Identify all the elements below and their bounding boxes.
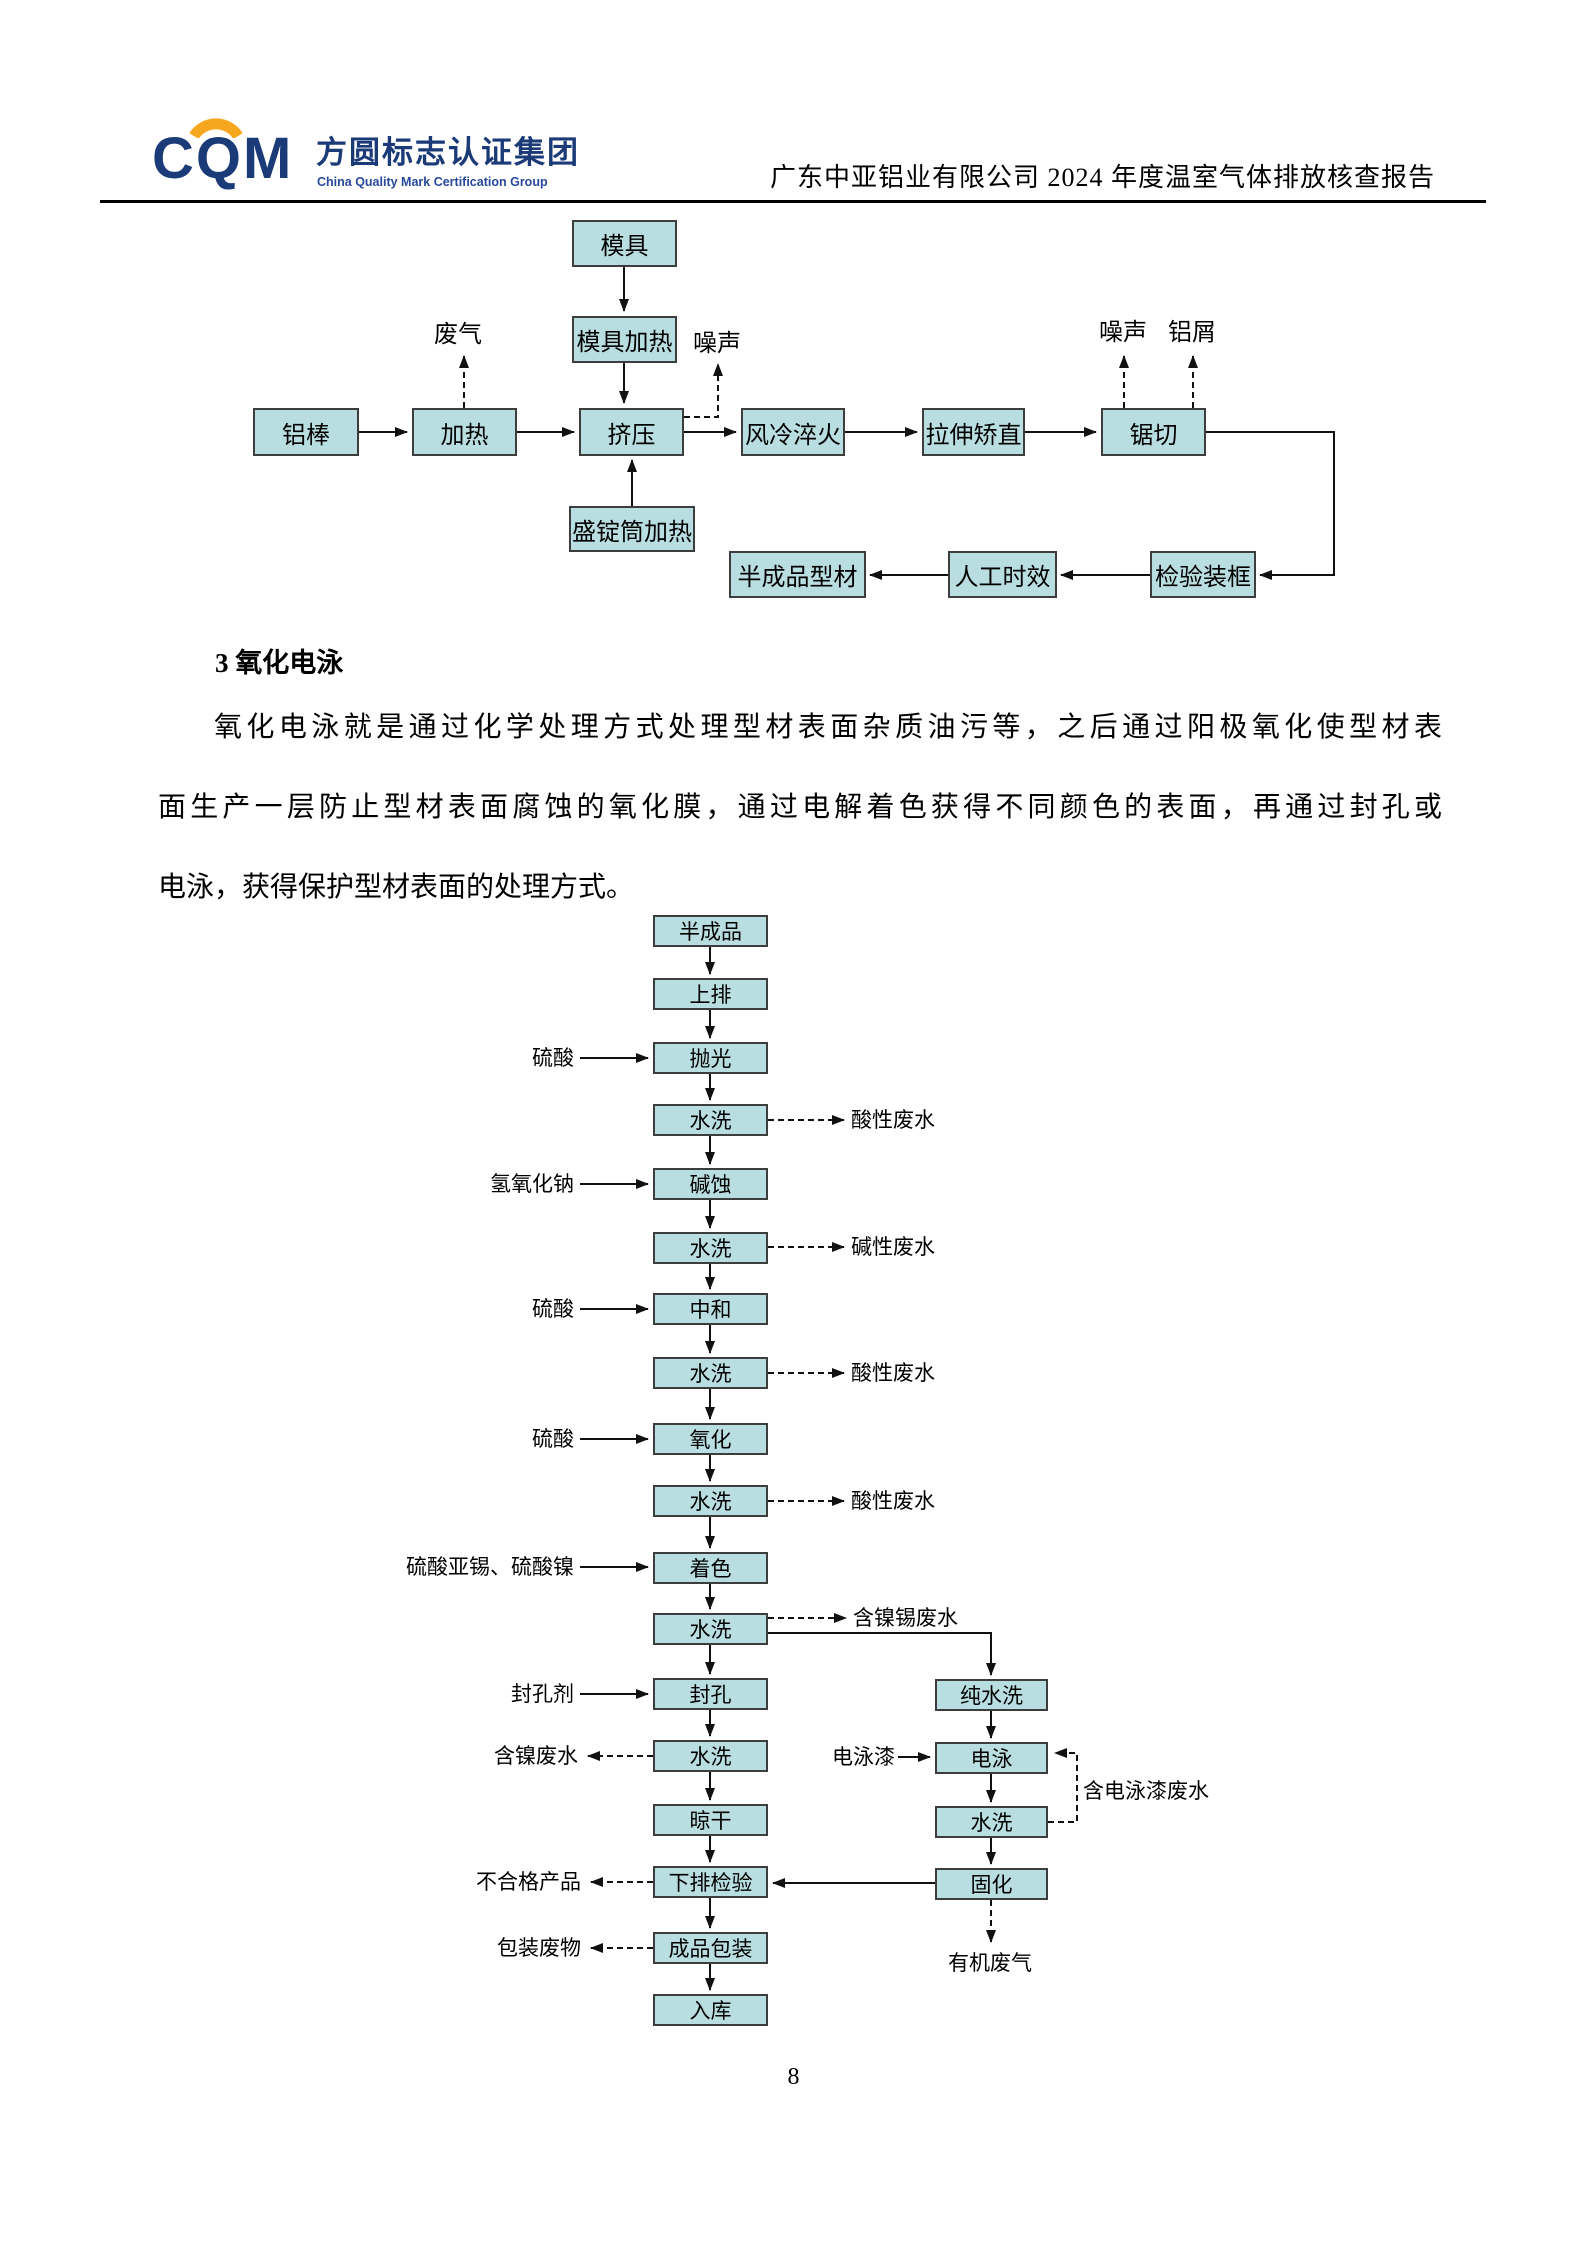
flow1-node-extrusion: 挤压 bbox=[579, 408, 684, 456]
flow2-input-sealing-agent: 封孔剂 bbox=[511, 1682, 574, 1706]
flow1-solid-edges bbox=[359, 267, 1335, 580]
flow2-node-electrophoresis: 电泳 bbox=[935, 1742, 1048, 1774]
flow2-node-rinse-2: 水洗 bbox=[653, 1232, 768, 1264]
flow2-node-rinse-4: 水洗 bbox=[653, 1485, 768, 1517]
section-paragraph: 氧化电泳就是通过化学处理方式处理型材表面杂质油污等，之后通过阳极氧化使型材表 面… bbox=[158, 688, 1442, 928]
flow1-node-sawing: 锯切 bbox=[1101, 408, 1206, 456]
flow2-node-pure-water-rinse: 纯水洗 bbox=[935, 1679, 1048, 1711]
flow2-node-neutralize: 中和 bbox=[653, 1293, 768, 1325]
flow1-node-mould: 模具 bbox=[572, 220, 677, 267]
flow2-node-semi-finished: 半成品 bbox=[653, 915, 768, 947]
flow1-node-air-quench: 风冷淬火 bbox=[741, 408, 845, 456]
flow2-output-acid-wastewater-1: 酸性废水 bbox=[851, 1108, 935, 1132]
flow2-node-sealing: 封孔 bbox=[653, 1678, 768, 1710]
logo-chinese-name: 方圆标志认证集团 bbox=[316, 135, 580, 170]
flow1-node-artificial-aging: 人工时效 bbox=[948, 551, 1057, 598]
flow2-dashed-edges bbox=[587, 1115, 1078, 1953]
flow1-label-noise-extrusion: 噪声 bbox=[693, 331, 741, 357]
flow2-input-tin-nickel-sulfate: 硫酸亚锡、硫酸镍 bbox=[406, 1555, 574, 1579]
paragraph-line: 氧化电泳就是通过化学处理方式处理型材表面杂质油污等，之后通过阳极氧化使型材表 bbox=[214, 712, 1442, 743]
flow2-node-ep-rinse: 水洗 bbox=[935, 1806, 1048, 1838]
flow2-output-packaging-waste: 包装废物 bbox=[497, 1936, 581, 1960]
flow2-input-sulfuric-acid-3: 硫酸 bbox=[532, 1427, 574, 1451]
flow2-input-sodium-hydroxide: 氢氧化钠 bbox=[490, 1172, 574, 1196]
logo-arc-icon bbox=[189, 118, 243, 138]
flow1-node-semi-finished-profile: 半成品型材 bbox=[729, 551, 866, 598]
section-heading: 3 氧化电泳 bbox=[215, 648, 344, 678]
logo-english-name: China Quality Mark Certification Group bbox=[317, 175, 548, 189]
flow2-output-acid-wastewater-3: 酸性废水 bbox=[851, 1489, 935, 1513]
flow1-node-ingot-container-heating: 盛锭筒加热 bbox=[569, 506, 695, 552]
flow2-node-alkali-etch: 碱蚀 bbox=[653, 1168, 768, 1200]
flow2-output-nickel-tin-wastewater: 含镍锡废水 bbox=[853, 1606, 958, 1630]
flow2-node-packaging: 成品包装 bbox=[653, 1932, 768, 1964]
flow2-node-polishing: 抛光 bbox=[653, 1042, 768, 1074]
flow2-input-sulfuric-acid-1: 硫酸 bbox=[532, 1046, 574, 1070]
flow1-dashed-edges bbox=[459, 355, 1198, 418]
flow1-label-waste-gas: 废气 bbox=[434, 322, 482, 348]
paragraph-line: 电泳，获得保护型材表面的处理方式。 bbox=[158, 872, 635, 903]
report-header-title: 广东中亚铝业有限公司 2024 年度温室气体排放核查报告 bbox=[769, 163, 1435, 192]
header-rule bbox=[100, 200, 1486, 203]
flow1-node-heating: 加热 bbox=[412, 408, 517, 456]
page-number: 8 bbox=[787, 2064, 800, 2090]
paragraph-line: 面生产一层防止型材表面腐蚀的氧化膜，通过电解着色获得不同颜色的表面，再通过封孔或 bbox=[158, 792, 1442, 823]
flow2-node-warehousing: 入库 bbox=[653, 1994, 768, 2026]
flow2-solid-edges bbox=[580, 947, 996, 1991]
flow2-input-ep-paint: 电泳漆 bbox=[832, 1745, 895, 1769]
flow1-node-mould-heating: 模具加热 bbox=[572, 316, 677, 363]
flow2-node-rinse-5: 水洗 bbox=[653, 1613, 768, 1645]
flow1-node-aluminium-bar: 铝棒 bbox=[253, 408, 359, 456]
flow2-output-rejected-products: 不合格产品 bbox=[476, 1870, 581, 1894]
flow2-input-sulfuric-acid-2: 硫酸 bbox=[532, 1297, 574, 1321]
flow2-node-rinse-1: 水洗 bbox=[653, 1104, 768, 1136]
flow1-node-stretch-straighten: 拉伸矫直 bbox=[922, 408, 1025, 456]
flow2-node-oxidation: 氧化 bbox=[653, 1423, 768, 1455]
cqm-logo: CQM bbox=[152, 126, 294, 191]
flow2-node-rack-down-inspection: 下排检验 bbox=[653, 1866, 768, 1898]
flow2-output-organic-waste-gas: 有机废气 bbox=[948, 1951, 1032, 1975]
flow2-node-rack-up: 上排 bbox=[653, 978, 768, 1010]
flow2-node-rinse-3: 水洗 bbox=[653, 1357, 768, 1389]
flow1-label-aluminium-scrap: 铝屑 bbox=[1168, 320, 1216, 346]
flow2-output-ep-paint-wastewater: 含电泳漆废水 bbox=[1083, 1779, 1209, 1803]
flow2-output-acid-wastewater-2: 酸性废水 bbox=[851, 1361, 935, 1385]
flow2-output-nickel-wastewater: 含镍废水 bbox=[494, 1744, 578, 1768]
flow1-node-inspection-framing: 检验装框 bbox=[1150, 551, 1256, 598]
flow1-label-noise-sawing: 噪声 bbox=[1099, 320, 1147, 346]
flow2-output-alkaline-wastewater: 碱性废水 bbox=[851, 1235, 935, 1259]
flow2-node-coloring: 着色 bbox=[653, 1552, 768, 1584]
flow2-node-rinse-6: 水洗 bbox=[653, 1740, 768, 1772]
flow2-node-drying: 晾干 bbox=[653, 1804, 768, 1836]
flow2-node-curing: 固化 bbox=[935, 1868, 1048, 1900]
